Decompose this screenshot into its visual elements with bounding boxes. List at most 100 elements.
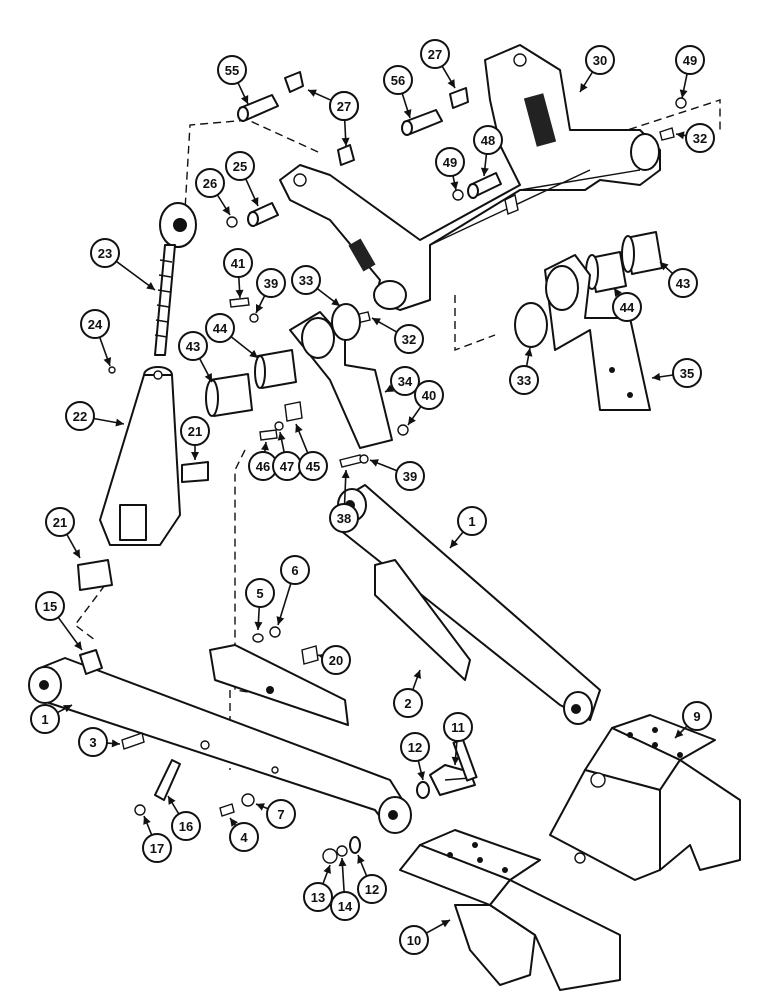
callout-55: 55 <box>217 55 249 105</box>
callout-label: 1 <box>468 514 475 529</box>
callout-circle <box>675 45 705 75</box>
leader-arrowhead <box>276 616 285 625</box>
nut-6 <box>269 626 281 638</box>
callout-10: 10 <box>399 919 451 955</box>
callout-label: 44 <box>213 321 228 336</box>
callout-label: 45 <box>306 459 320 474</box>
assembly-guide-line <box>454 295 496 352</box>
bushing-43-left <box>205 373 253 417</box>
stabilizer-plate-2 <box>374 559 471 681</box>
callout-24: 24 <box>80 309 112 367</box>
leader-arrowhead <box>103 357 112 366</box>
leader-arrowhead <box>277 432 286 441</box>
callout-label: 22 <box>73 409 87 424</box>
callout-11: 11 <box>443 712 473 766</box>
callout-21: 21 <box>45 507 81 559</box>
leader-arrowhead <box>256 304 264 313</box>
nut-40 <box>397 424 409 436</box>
callout-26: 26 <box>195 168 231 216</box>
callout-label: 39 <box>264 276 278 291</box>
bushing-47 <box>274 421 284 431</box>
assembly-guide-line <box>74 584 106 641</box>
washer-26 <box>226 216 238 228</box>
callout-label: 17 <box>150 841 164 856</box>
callout-38: 38 <box>329 469 359 533</box>
callout-label: 32 <box>402 332 416 347</box>
callout-12: 12 <box>357 854 387 904</box>
callout-circle <box>178 331 208 361</box>
callout-label: 39 <box>403 469 417 484</box>
washer-14 <box>336 845 348 857</box>
assembly-guide-line <box>184 119 319 211</box>
leader-arrowhead <box>240 95 249 104</box>
callout-label: 2 <box>404 696 411 711</box>
callout-27: 27 <box>329 91 359 147</box>
mounting-bracket-9 <box>549 714 741 881</box>
callout-13: 13 <box>303 864 333 912</box>
bracket-35 <box>544 254 651 411</box>
callout-32: 32 <box>371 317 424 354</box>
callout-label: 21 <box>188 424 202 439</box>
leader-arrowhead <box>451 756 460 765</box>
callout-circle <box>266 799 296 829</box>
clip-20 <box>301 645 319 665</box>
callout-circle <box>223 248 253 278</box>
callout-20: 20 <box>317 645 351 675</box>
leader-arrowhead <box>74 641 82 650</box>
bushing-44-left <box>254 349 297 389</box>
callout-label: 14 <box>338 899 353 914</box>
callout-label: 24 <box>88 317 103 332</box>
callout-39: 39 <box>255 268 286 314</box>
stabilizer-plate-2b <box>209 644 349 726</box>
top-link-body <box>99 366 181 546</box>
leader-arrowhead <box>115 418 124 427</box>
callout-label: 49 <box>443 155 457 170</box>
callout-label: 21 <box>53 515 67 530</box>
callout-circle <box>414 380 444 410</box>
callout-circle <box>303 882 333 912</box>
leader-arrowhead <box>146 282 155 290</box>
callout-43: 43 <box>659 261 698 298</box>
bracket-small <box>504 193 519 215</box>
nut-7 <box>241 793 255 807</box>
assembly-guide-line <box>519 99 721 161</box>
callout-circle <box>473 125 503 155</box>
top-link-rod <box>154 202 197 356</box>
leader-line <box>115 260 156 291</box>
bolt-38 <box>339 454 363 468</box>
leader-arrowhead <box>261 442 269 451</box>
leader-arrowhead <box>254 621 263 630</box>
leader-arrowhead <box>652 372 661 381</box>
callout-33: 33 <box>509 347 539 395</box>
plate-hole <box>266 686 274 694</box>
callout-16: 16 <box>167 795 201 841</box>
leader-arrowhead <box>341 470 350 479</box>
leader-arrowhead <box>168 796 176 805</box>
callout-label: 9 <box>693 709 700 724</box>
callout-label: 48 <box>481 133 495 148</box>
callout-label: 7 <box>277 807 284 822</box>
leader-arrowhead <box>408 416 416 425</box>
callout-circle <box>80 309 110 339</box>
leader-arrowhead <box>251 197 259 206</box>
washer-5 <box>252 633 264 643</box>
leader-arrowhead <box>580 83 588 92</box>
callout-48: 48 <box>473 125 503 177</box>
pin-56 <box>401 109 443 136</box>
washer-12 <box>416 781 430 799</box>
callout-circle <box>509 365 539 395</box>
callout-5: 5 <box>245 578 275 631</box>
callout-circle <box>672 358 702 388</box>
clip-27 <box>284 71 469 166</box>
callout-41: 41 <box>223 248 253 299</box>
lower-link-right <box>337 484 601 725</box>
callout-34: 34 <box>384 366 420 396</box>
callout-35: 35 <box>651 358 702 388</box>
callout-2: 2 <box>393 669 423 718</box>
callout-label: 49 <box>683 53 697 68</box>
leader-arrowhead <box>191 452 199 460</box>
callout-6: 6 <box>276 555 310 626</box>
leader-arrowhead <box>676 131 685 140</box>
assembly-guide-line <box>234 449 269 696</box>
nut-13 <box>322 848 338 864</box>
